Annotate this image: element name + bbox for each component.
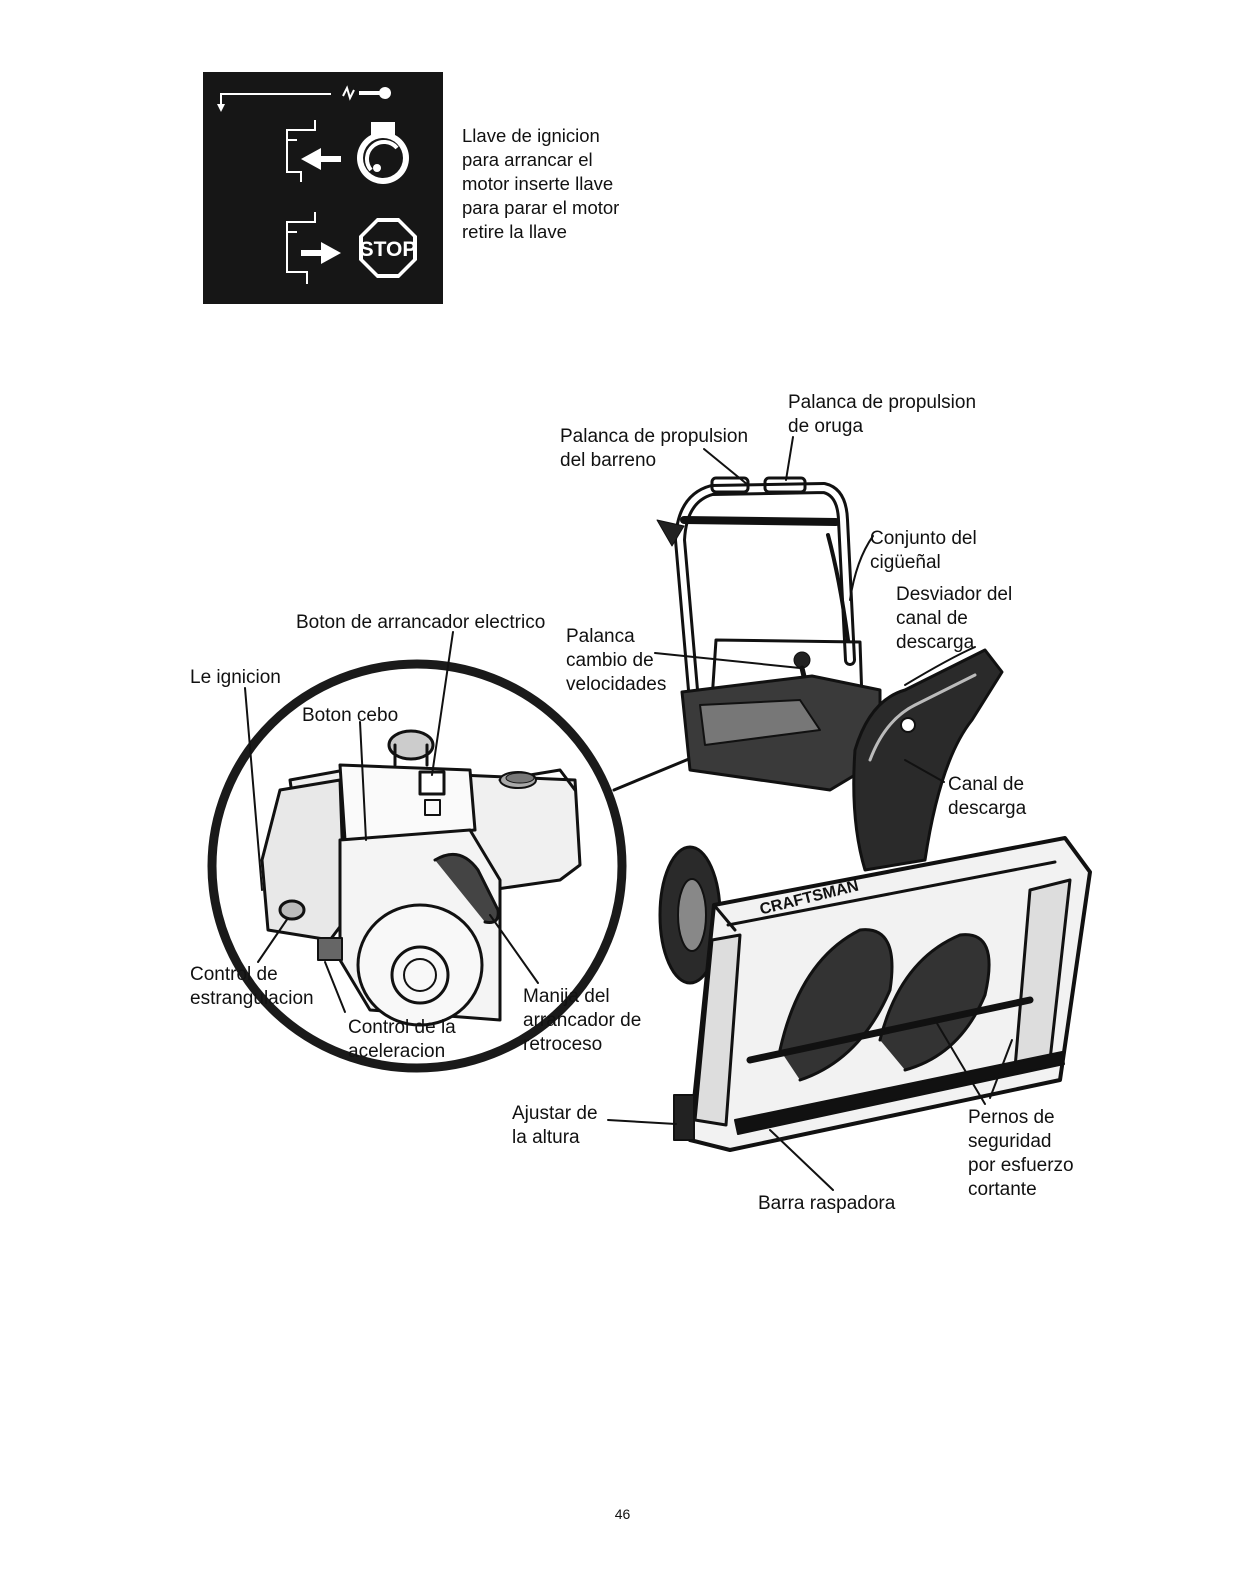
label-crank-assembly: Conjunto del cigüeñal [870, 527, 977, 575]
label-chute-deflector: Desviador del canal de descarga [896, 583, 1012, 655]
label-traction-drive-lever: Palanca de propulsion de oruga [788, 391, 976, 439]
label-height-adjust: Ajustar de la altura [512, 1102, 598, 1150]
label-primer-button: Boton cebo [302, 704, 398, 728]
label-recoil-starter-handle: Manija del arrancador de retroceso [523, 985, 641, 1057]
discharge-chute [854, 650, 1002, 870]
throttle-lever [318, 938, 342, 960]
label-choke-control: Control de estrangulacion [190, 963, 314, 1011]
label-throttle-control: Control de la aceleracion [348, 1016, 456, 1064]
label-discharge-chute: Canal de descarga [948, 773, 1026, 821]
recoil-starter-housing [358, 905, 482, 1025]
height-adjust-shoe [674, 1095, 694, 1140]
page-number: 46 [0, 1506, 1245, 1522]
label-electric-start-button: Boton de arrancador electrico [296, 611, 545, 635]
label-ignition: Le ignicion [190, 666, 281, 690]
label-shear-bolts: Pernos de seguridad por esfuerzo cortant… [968, 1106, 1074, 1202]
label-scraper-bar: Barra raspadora [758, 1192, 895, 1216]
choke-knob [280, 901, 304, 919]
label-shift-lever: Palanca cambio de velocidades [566, 625, 666, 697]
label-auger-drive-lever: Palanca de propulsion del barreno [560, 425, 748, 473]
